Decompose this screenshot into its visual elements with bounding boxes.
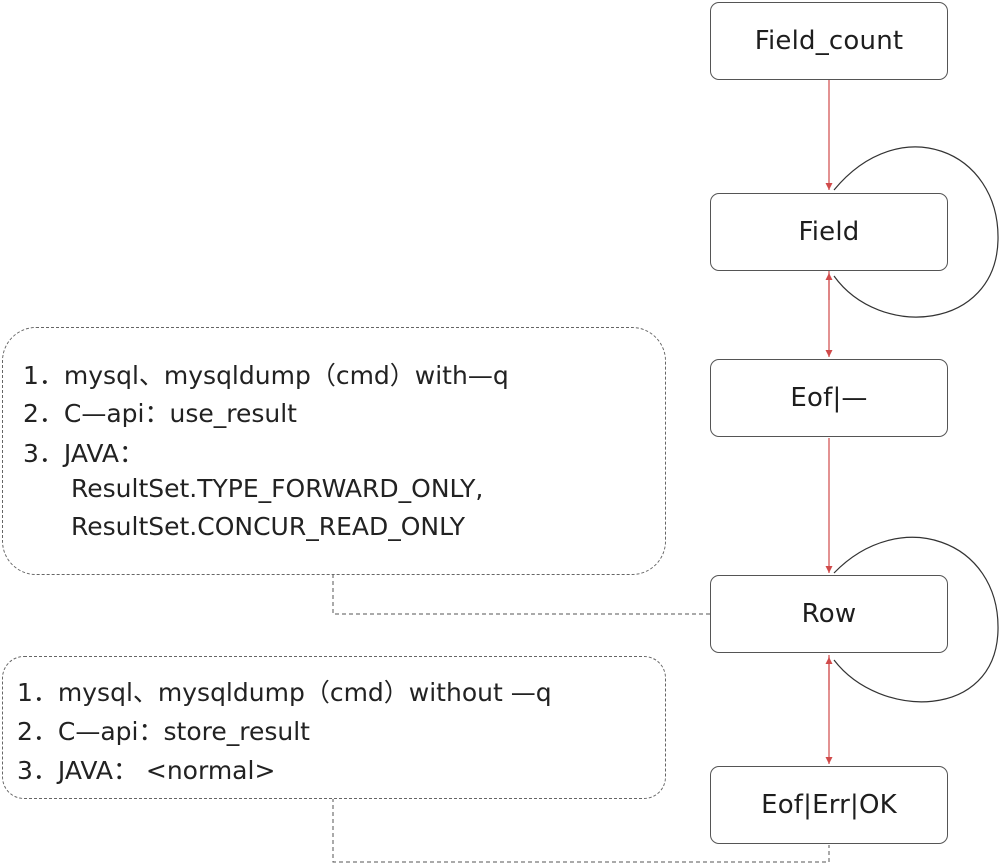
node-label: Field_count — [754, 26, 904, 56]
connector-buffered-to-end — [332, 798, 830, 863]
node-field-count: Field_count — [710, 2, 948, 80]
loop-field — [833, 146, 999, 318]
node-row: Row — [710, 575, 948, 653]
node-field: Field — [710, 193, 948, 271]
note-line: ResultSet.TYPE_FORWARD_ONLY, — [71, 474, 484, 503]
note-line: 2．C—api：store_result — [17, 717, 310, 746]
note-line: ResultSet.CONCUR_READ_ONLY — [71, 512, 465, 541]
note-line: 1．mysql、mysqldump（cmd）without —q — [17, 678, 552, 707]
node-label: Field — [798, 217, 860, 247]
note-streaming: 1．mysql、mysqldump（cmd）with—q 2．C—api：use… — [2, 327, 666, 575]
note-line: 1．mysql、mysqldump（cmd）with—q — [23, 361, 509, 390]
loop-row — [833, 536, 999, 703]
note-line: 3．JAVA： — [23, 439, 144, 468]
node-eof-err-ok: Eof|Err|OK — [710, 766, 948, 844]
node-label: Eof|— — [790, 383, 868, 413]
note-buffered: 1．mysql、mysqldump（cmd）without —q 2．C—api… — [2, 656, 666, 799]
node-eof: Eof|— — [710, 359, 948, 437]
note-line: 3．JAVA： <normal> — [17, 756, 276, 785]
connector-streaming-to-row — [332, 574, 710, 615]
note-line: 2．C—api：use_result — [23, 399, 297, 428]
node-label: Row — [801, 599, 857, 629]
node-label: Eof|Err|OK — [761, 790, 897, 820]
